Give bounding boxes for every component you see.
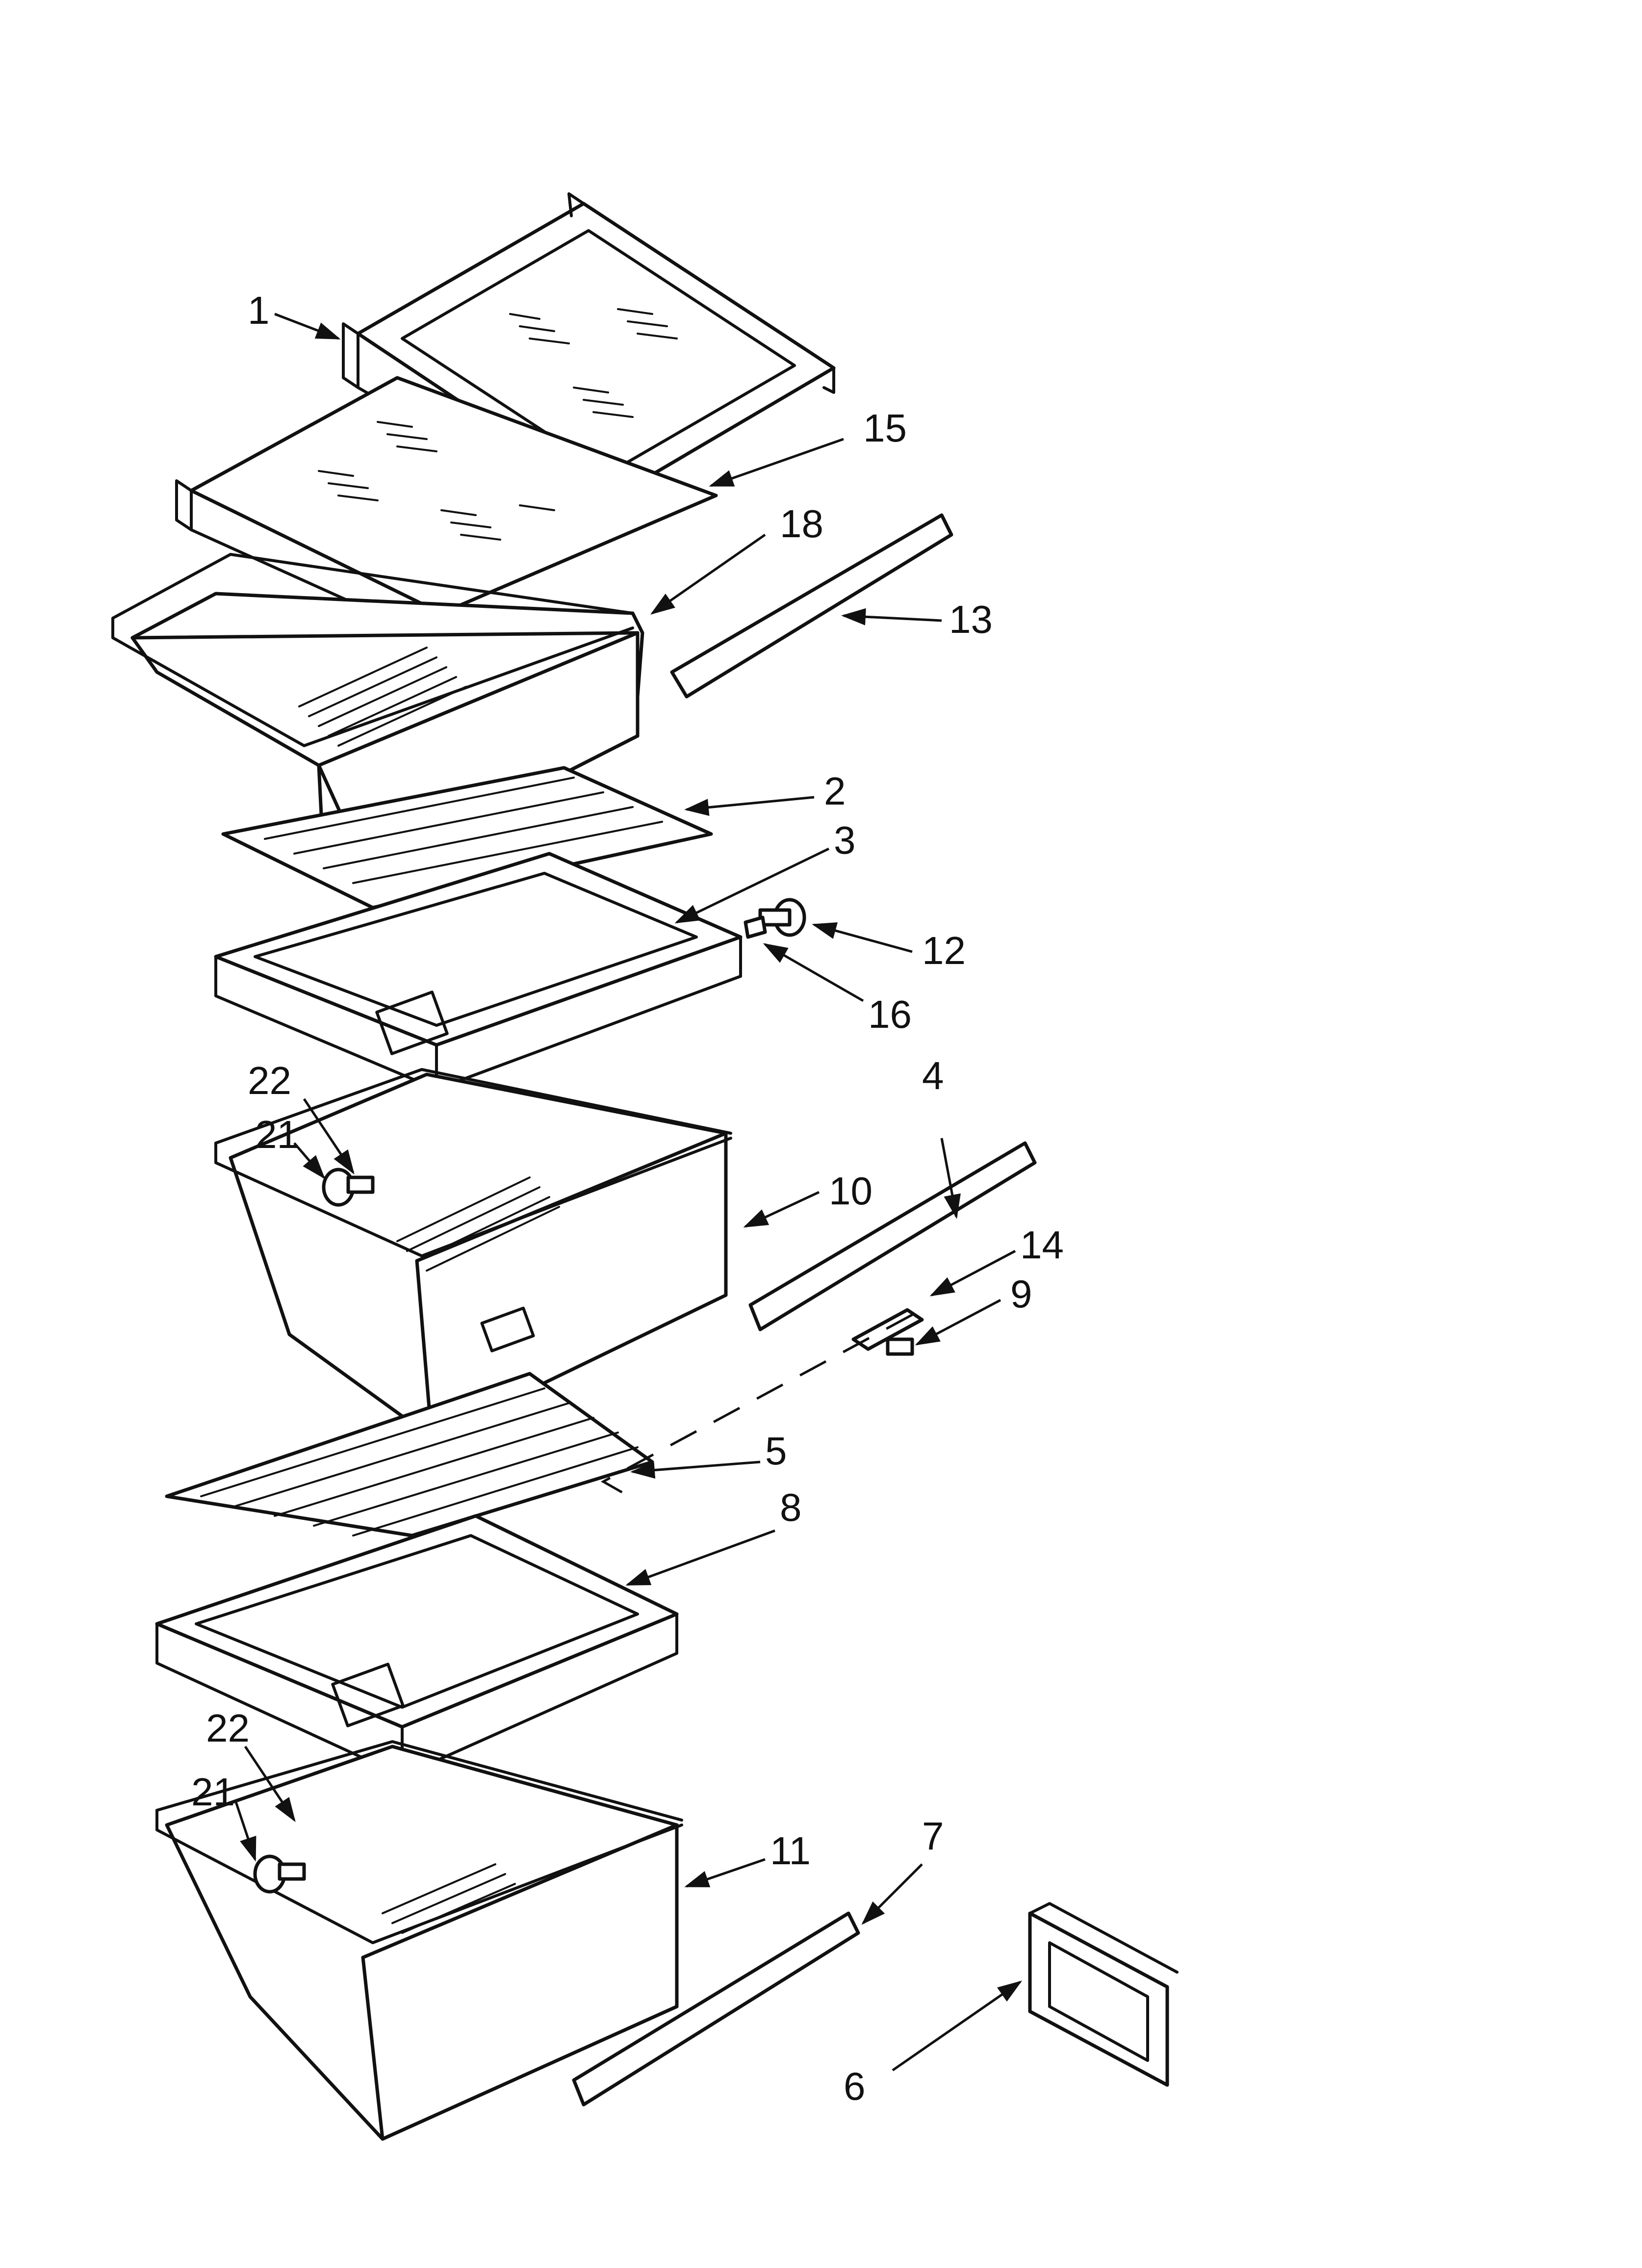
bracket-part-6: [1028, 1902, 1179, 2087]
upper-shelf-part-1: [342, 192, 836, 531]
crisper-cover-glass-part-2: [221, 766, 713, 910]
callout-4: 4: [922, 1054, 944, 1097]
trim-strip-part-13: [670, 513, 953, 699]
callout-1: 1: [248, 288, 270, 332]
callout-5: 5: [765, 1429, 787, 1473]
callout-9: 9: [1010, 1272, 1032, 1316]
callout-8: 8: [780, 1486, 802, 1529]
callout-22-lower: 22: [206, 1706, 250, 1750]
trim-strip-part-7: [572, 1911, 860, 2107]
crisper-cover-frame-part-8: [155, 1514, 679, 1777]
callout-10: 10: [829, 1169, 872, 1213]
callout-13: 13: [949, 598, 993, 641]
callout-14: 14: [1020, 1223, 1064, 1267]
shelf-glass-hatch-2: [318, 421, 555, 541]
slide-wheel-part-12: [744, 898, 806, 939]
callout-21-lower: 21: [191, 1770, 235, 1814]
callout-2: 2: [824, 769, 846, 813]
callout-3: 3: [834, 818, 856, 862]
crisper-cover-frame-part-3: [214, 852, 743, 1091]
clip-part-14-9: [600, 1308, 924, 1503]
callout-18: 18: [780, 502, 823, 546]
callout-21-upper: 21: [255, 1113, 299, 1156]
shelf-glass-hatch: [509, 308, 678, 418]
leader-lines: [234, 313, 1023, 2072]
callout-12: 12: [922, 929, 966, 972]
callout-7: 7: [922, 1814, 944, 1858]
callout-15: 15: [863, 406, 907, 450]
wheel-assembly-lower-21-22: [253, 1854, 306, 1894]
callout-11: 11: [770, 1829, 811, 1873]
drawer-grille-3: [382, 1863, 516, 1934]
trim-strip-part-4: [748, 1141, 1037, 1331]
wheel-assembly-upper-21-22: [322, 1168, 375, 1207]
drawer-grille-2: [396, 1176, 560, 1272]
callout-6: 6: [844, 2064, 866, 2108]
drawer-grille: [298, 647, 467, 747]
callout-labels: 1 15 18 13 2 3 12 16 4 10 14 9 5 8 11 7 …: [191, 288, 1064, 2108]
bottom-drawer-part-11: [155, 1740, 683, 2141]
callout-16: 16: [868, 992, 912, 1036]
callout-22-upper: 22: [248, 1059, 291, 1102]
